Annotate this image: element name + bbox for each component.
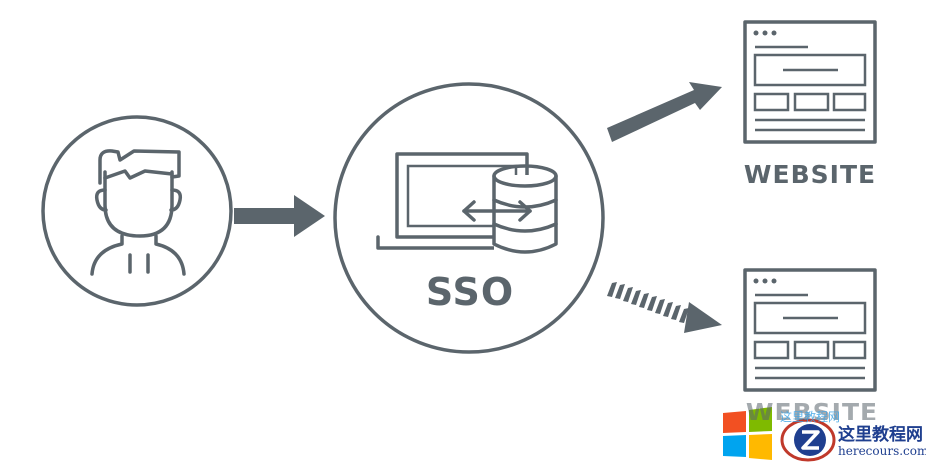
sso-circle (333, 82, 605, 354)
watermark-faint-text: 这里教程网 (780, 410, 841, 424)
user-circle (41, 115, 233, 307)
user-icon (90, 149, 186, 276)
watermark-domain-text: herecours.com (838, 444, 926, 458)
browser-window-icon-bottom (743, 268, 877, 392)
double-arrow-icon (462, 200, 532, 222)
browser-window-icon-top (743, 20, 877, 144)
z-badge-icon (780, 418, 836, 462)
windows-logo-icon (723, 407, 772, 460)
arrow-sso-to-website-top (607, 82, 722, 142)
database-icon (492, 164, 558, 254)
website-label-bottom: WEBSITE (745, 398, 879, 420)
user-node (41, 115, 233, 307)
arrow-sso-to-website-bottom (607, 282, 722, 333)
website-label-top: WEBSITE (743, 160, 877, 189)
watermark-chinese-text: 这里教程网 (838, 425, 923, 445)
sso-node (333, 82, 605, 354)
arrow-user-to-sso (234, 195, 325, 237)
sso-label: SSO (425, 270, 515, 314)
